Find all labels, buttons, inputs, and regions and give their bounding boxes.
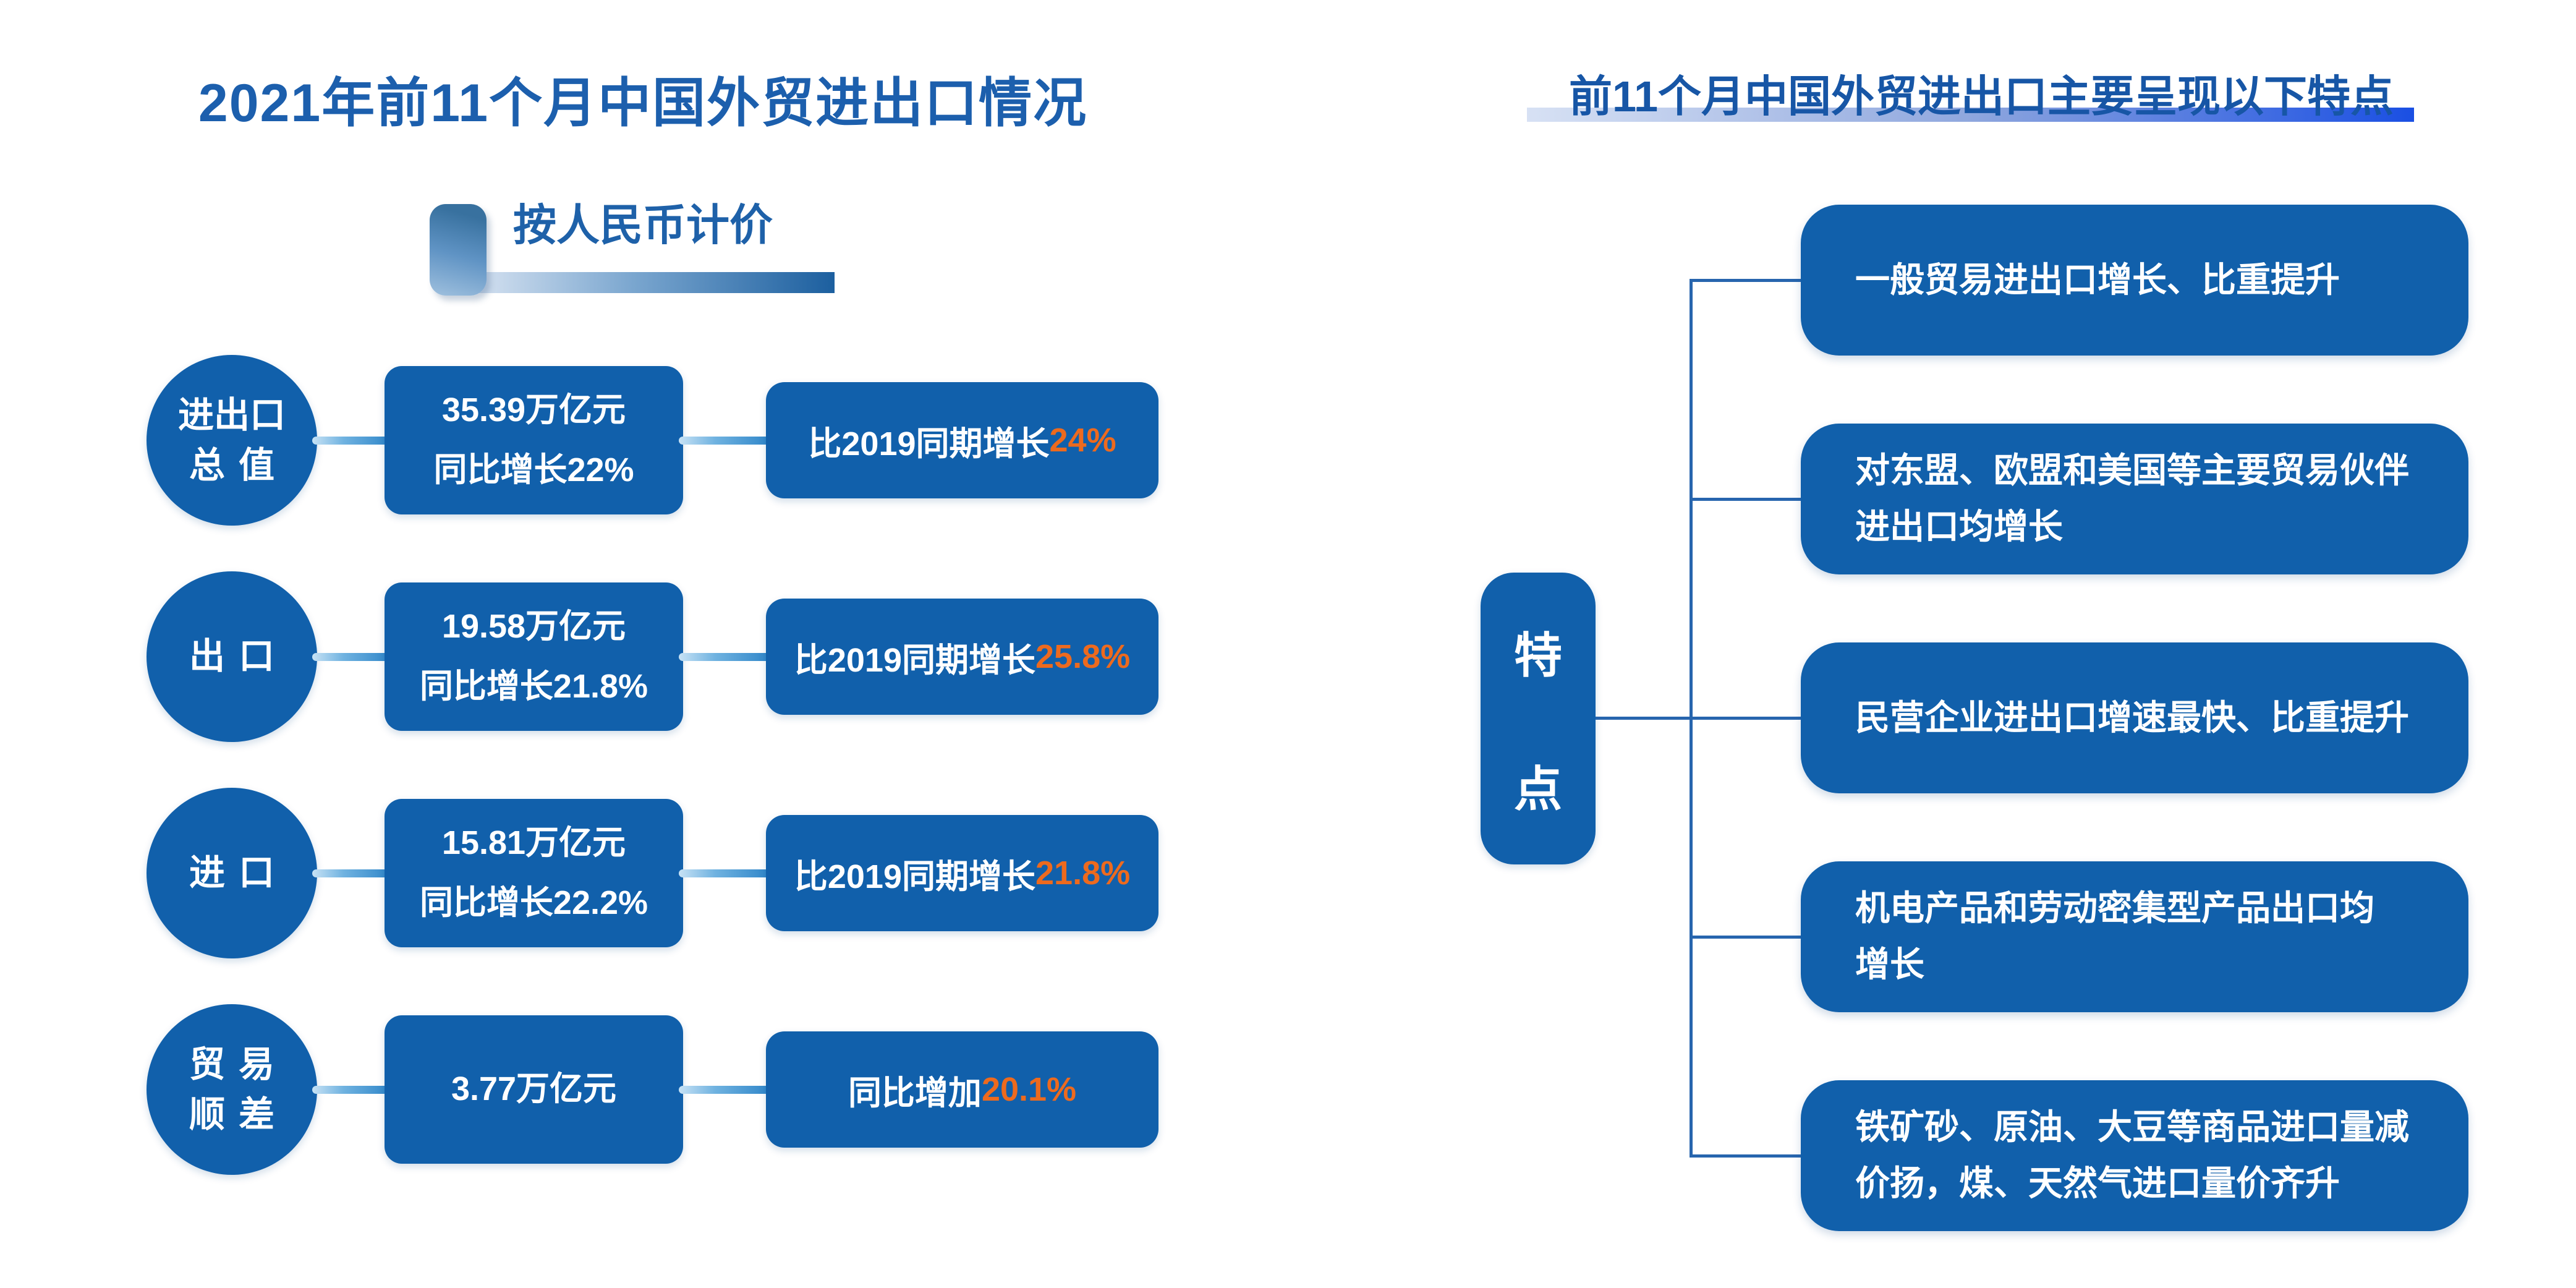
value-amount: 19.58万亿元 [441, 607, 626, 645]
category-label: 总值 [189, 445, 289, 485]
connector-line [679, 1086, 770, 1094]
branch-line [1690, 1154, 1801, 1158]
connector-line [312, 869, 391, 877]
feature-text: 进出口均增长 [1855, 507, 2063, 546]
growth-prefix: 比2019同期增长 [808, 425, 1050, 463]
category-label: 出口 [189, 636, 289, 677]
feature-box-commodities: 铁矿砂、原油、大豆等商品进口量减 价扬，煤、天然气进口量价齐升 [1801, 1080, 2468, 1231]
category-label: 进口 [189, 853, 289, 893]
category-circle-total: 进出口 总值 [147, 355, 317, 526]
connector-line [679, 869, 770, 877]
feature-box-mechanical-products: 机电产品和劳动密集型产品出口均 增长 [1801, 861, 2468, 1012]
connector-line [679, 437, 770, 445]
category-label: 进出口 [177, 395, 286, 435]
value-box-total: 35.39万亿元 同比增长22% [385, 366, 683, 514]
feature-box-private-enterprise: 民营企业进出口增速最快、比重提升 [1801, 642, 2468, 793]
branch-line [1690, 279, 1801, 282]
rmb-capsule-icon [430, 204, 487, 296]
rmb-subtitle-label: 按人民币计价 [513, 201, 773, 249]
value-box-import: 15.81万亿元 同比增长22.2% [385, 799, 683, 947]
value-amount: 3.77万亿元 [451, 1070, 617, 1108]
left-panel-title: 2021年前11个月中国外贸进出口情况 [198, 74, 1088, 133]
feature-box-general-trade: 一般贸易进出口增长、比重提升 [1801, 205, 2468, 356]
value-box-surplus: 3.77万亿元 [385, 1015, 683, 1164]
growth-value: 20.1% [981, 1071, 1077, 1108]
node-trunk-connector [1596, 717, 1690, 720]
connector-line [679, 653, 770, 661]
right-panel-title: 前11个月中国外贸进出口主要呈现以下特点 [1569, 72, 2394, 121]
branch-line [1690, 936, 1801, 939]
category-label: 贸易 [189, 1044, 289, 1085]
feature-text: 铁矿砂、原油、大豆等商品进口量减 [1855, 1107, 2409, 1147]
growth-prefix: 比2019同期增长 [794, 858, 1035, 895]
growth-prefix: 同比增加 [848, 1074, 982, 1112]
value-amount: 15.81万亿元 [441, 824, 626, 861]
growth-value: 25.8% [1035, 638, 1131, 675]
connector-line [312, 653, 391, 661]
connector-line [312, 1086, 391, 1094]
category-circle-surplus: 贸易 顺差 [147, 1004, 317, 1175]
value-amount: 35.39万亿元 [441, 391, 626, 429]
growth-prefix: 比2019同期增长 [794, 641, 1035, 679]
branch-line [1690, 717, 1801, 720]
feature-text: 对东盟、欧盟和美国等主要贸易伙伴 [1855, 451, 2409, 490]
growth-value: 24% [1049, 422, 1116, 459]
feature-text: 价扬，煤、天然气进口量价齐升 [1855, 1164, 2340, 1203]
features-root-node: 特 点 [1481, 573, 1596, 864]
feature-text: 一般贸易进出口增长、比重提升 [1855, 260, 2340, 299]
value-yoy: 同比增长22% [433, 451, 634, 488]
right-title-underline [1527, 108, 2414, 122]
rmb-subtitle-underline [469, 272, 835, 293]
value-yoy: 同比增长22.2% [419, 884, 648, 921]
value-box-export: 19.58万亿元 同比增长21.8% [385, 582, 683, 731]
features-node-char: 特 [1513, 628, 1562, 683]
category-label: 顺差 [189, 1094, 289, 1135]
growth-value: 21.8% [1035, 855, 1131, 892]
feature-box-trade-partners: 对东盟、欧盟和美国等主要贸易伙伴 进出口均增长 [1801, 424, 2468, 574]
branch-line [1690, 498, 1801, 501]
feature-text: 机电产品和劳动密集型产品出口均 [1855, 889, 2374, 928]
category-circle-export: 出口 [147, 571, 317, 742]
category-circle-import: 进口 [147, 788, 317, 958]
feature-text: 增长 [1855, 945, 1924, 984]
feature-text: 民营企业进出口增速最快、比重提升 [1855, 697, 2409, 737]
connector-line [312, 437, 391, 445]
features-node-char: 点 [1513, 762, 1562, 816]
value-yoy: 同比增长21.8% [419, 668, 648, 705]
